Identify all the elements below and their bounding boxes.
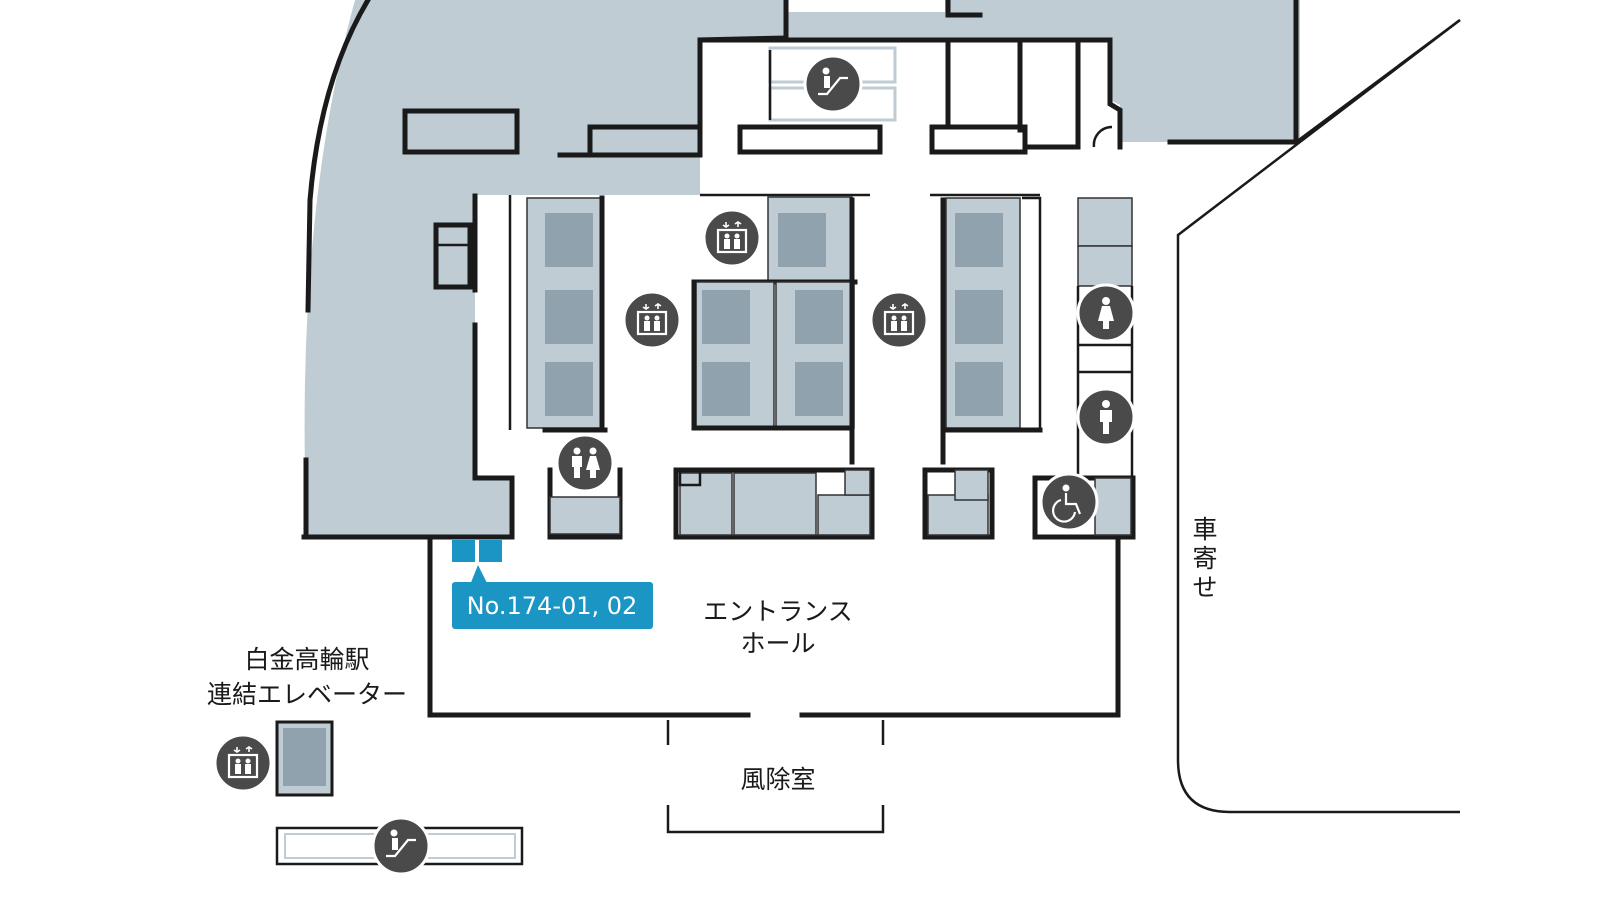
station-elevator-label-line2: 連結エレベーター bbox=[207, 680, 407, 709]
entrance-hall-label-line1: エントランス bbox=[703, 597, 853, 626]
locker-label: No.174-01, 02 bbox=[467, 592, 638, 620]
elevator-icon[interactable] bbox=[213, 733, 273, 793]
accessible-restroom-icon[interactable] bbox=[1039, 472, 1099, 532]
station-elevator-label-line1: 白金高輪駅 bbox=[244, 645, 369, 674]
escalator-icon[interactable] bbox=[371, 816, 431, 876]
elevator-icon[interactable] bbox=[869, 290, 929, 350]
escalator-icon[interactable] bbox=[803, 54, 863, 114]
vestibule-label: 風除室 bbox=[740, 765, 815, 794]
womens-restroom-icon[interactable] bbox=[1076, 283, 1136, 343]
surrounding-building-area bbox=[304, 0, 1300, 537]
car-drop-label-3: せ bbox=[1192, 573, 1217, 602]
entrance-hall-label-line2: ホール bbox=[740, 629, 815, 658]
restroom-icon[interactable] bbox=[555, 433, 615, 493]
mens-restroom-icon[interactable] bbox=[1076, 387, 1136, 447]
elevator-icon[interactable] bbox=[622, 290, 682, 350]
inner-units bbox=[275, 46, 1136, 866]
car-drop-label-1: 車 bbox=[1192, 515, 1217, 544]
car-drop-label-2: 寄 bbox=[1192, 544, 1217, 573]
locker-marker[interactable]: No.174-01, 02 bbox=[452, 540, 653, 629]
walls bbox=[301, 0, 1461, 834]
elevator-icon[interactable] bbox=[702, 208, 762, 268]
